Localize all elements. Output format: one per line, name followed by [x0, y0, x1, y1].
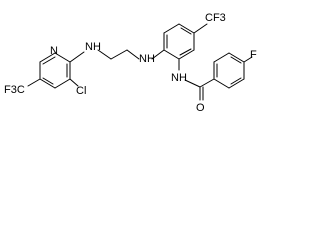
bond-py-double-1	[42, 56, 56, 65]
bond-fp-5	[213, 52, 230, 63]
bond-fp-2	[228, 78, 245, 89]
label-nh-amide: NH	[171, 72, 187, 84]
bond-co-ar	[199, 78, 215, 88]
bond-py-4	[54, 78, 71, 89]
bond-fp-double-3	[230, 77, 242, 85]
label-n-pyridine: N	[50, 45, 58, 57]
label-cf3-right: CF3	[205, 12, 226, 24]
label-cl: Cl	[76, 85, 86, 97]
bond-py-2	[54, 52, 71, 63]
bond-py-5	[39, 78, 56, 89]
bond-bz-double-3	[179, 48, 192, 56]
label-f3c-left: F3C	[4, 84, 25, 96]
bond-fp-double-2	[230, 56, 242, 64]
bond-py-cf3	[27, 78, 41, 87]
bond-fp-4	[228, 52, 245, 63]
bond-ch2b-nh	[126, 49, 140, 60]
bond-bz-6	[163, 49, 180, 60]
atom-labels: F3C N Cl N H N H CF3 NH O F	[4, 12, 257, 114]
bond-bz-3	[178, 23, 195, 34]
bond-bz-5	[178, 49, 195, 60]
bond-nh-benzene	[151, 49, 165, 60]
bond-bz-cf3	[193, 23, 208, 34]
bond-bz-2	[163, 23, 180, 34]
bond-bz-double-2	[180, 27, 192, 35]
bond-py-nh	[69, 51, 85, 63]
bond-nh-co	[184, 79, 201, 88]
label-nh-left-n: N	[85, 41, 93, 53]
bond-fp-f	[243, 56, 253, 63]
bond-fp-1	[213, 78, 230, 89]
bond-nh-ch2a	[97, 49, 112, 60]
bond-py-double-3	[42, 77, 54, 85]
bond-py-1	[39, 52, 56, 63]
bond-ch2a-ch2b	[110, 49, 128, 60]
label-nh-left-h: H	[93, 41, 101, 53]
bond-py-cl	[69, 78, 79, 87]
label-nh-right-h: H	[147, 53, 155, 65]
label-nh-right-n: N	[139, 53, 147, 65]
label-f-para: F	[250, 49, 257, 61]
label-o-carbonyl: O	[196, 102, 205, 114]
chemical-structure-diagram: F3C N Cl N H N H CF3 NH O F	[4, 12, 257, 114]
bonds	[27, 23, 253, 101]
